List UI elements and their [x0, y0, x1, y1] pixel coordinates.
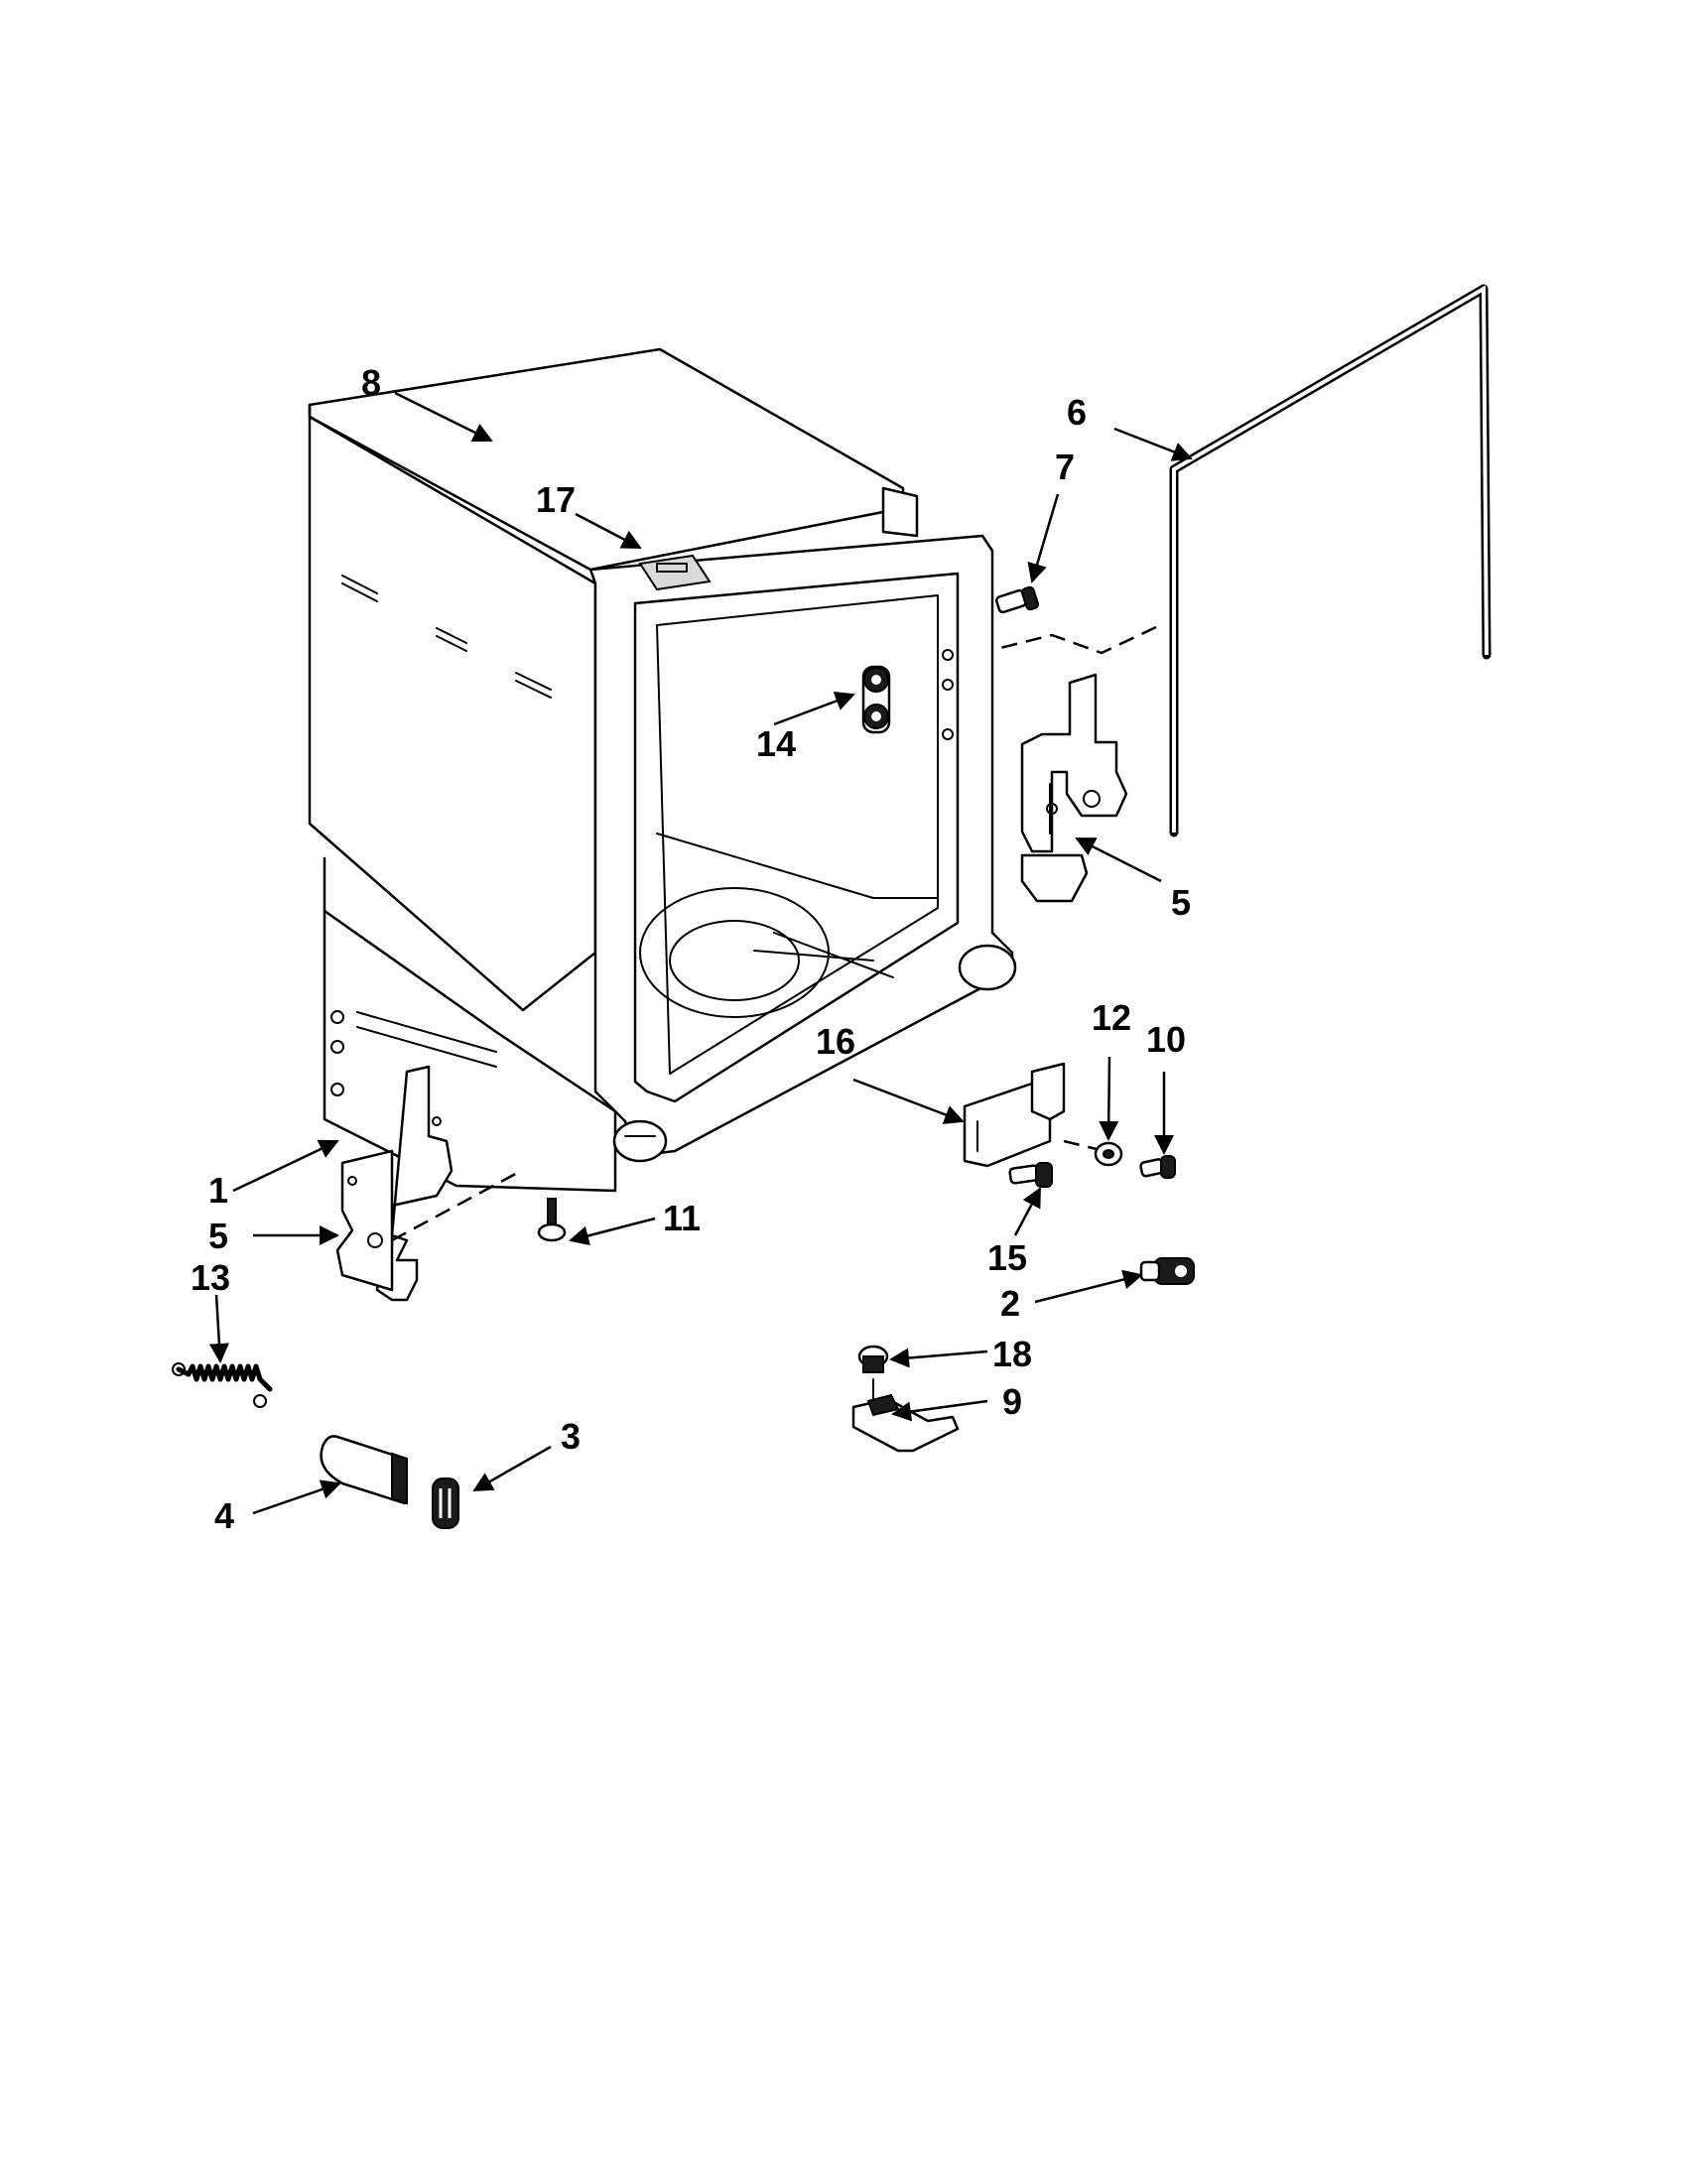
callout-14: 14 [756, 723, 796, 764]
tub-assembly [308, 347, 1017, 1193]
callout-17: 17 [536, 479, 576, 520]
callout-16: 16 [816, 1021, 855, 1062]
part-11-leveling-leg [537, 1198, 567, 1242]
leader-lines [208, 391, 1193, 1515]
callout-18: 18 [992, 1334, 1032, 1374]
callout-11: 11 [663, 1198, 701, 1238]
part-14-roller [861, 665, 891, 734]
callout-4: 4 [214, 1495, 234, 1536]
callout-8: 8 [361, 362, 381, 403]
callout-12: 12 [1092, 997, 1131, 1038]
part-17-plate [638, 554, 712, 591]
callout-6: 6 [1067, 392, 1087, 433]
part-4-cover [320, 1435, 408, 1505]
part-12-nut [1094, 1141, 1123, 1167]
callout-3: 3 [561, 1416, 581, 1457]
callout-1: 1 [208, 1170, 228, 1211]
callout-10: 10 [1146, 1019, 1186, 1060]
callout-15: 15 [987, 1237, 1027, 1278]
part-7-screw [995, 585, 1040, 614]
part-6-gasket [1169, 284, 1492, 837]
part-3-knob [432, 1477, 459, 1529]
part-13-spring [172, 1362, 273, 1408]
callout-5-right: 5 [1171, 882, 1191, 923]
part-5-hinge-left [335, 1065, 454, 1302]
callout-5-left: 5 [208, 1216, 228, 1256]
part-9-clip [851, 1378, 960, 1453]
part-15-screw [1008, 1162, 1053, 1188]
callout-2: 2 [1000, 1283, 1020, 1324]
part-2-clip [1139, 1257, 1195, 1285]
part-10-screw [1139, 1155, 1176, 1179]
callout-7: 7 [1055, 447, 1075, 487]
part-16-bracket [963, 1062, 1066, 1168]
callout-13: 13 [191, 1257, 230, 1298]
part-18-sensor [857, 1345, 889, 1373]
callout-9: 9 [1002, 1381, 1022, 1422]
part-5-hinge-right [1020, 673, 1128, 903]
